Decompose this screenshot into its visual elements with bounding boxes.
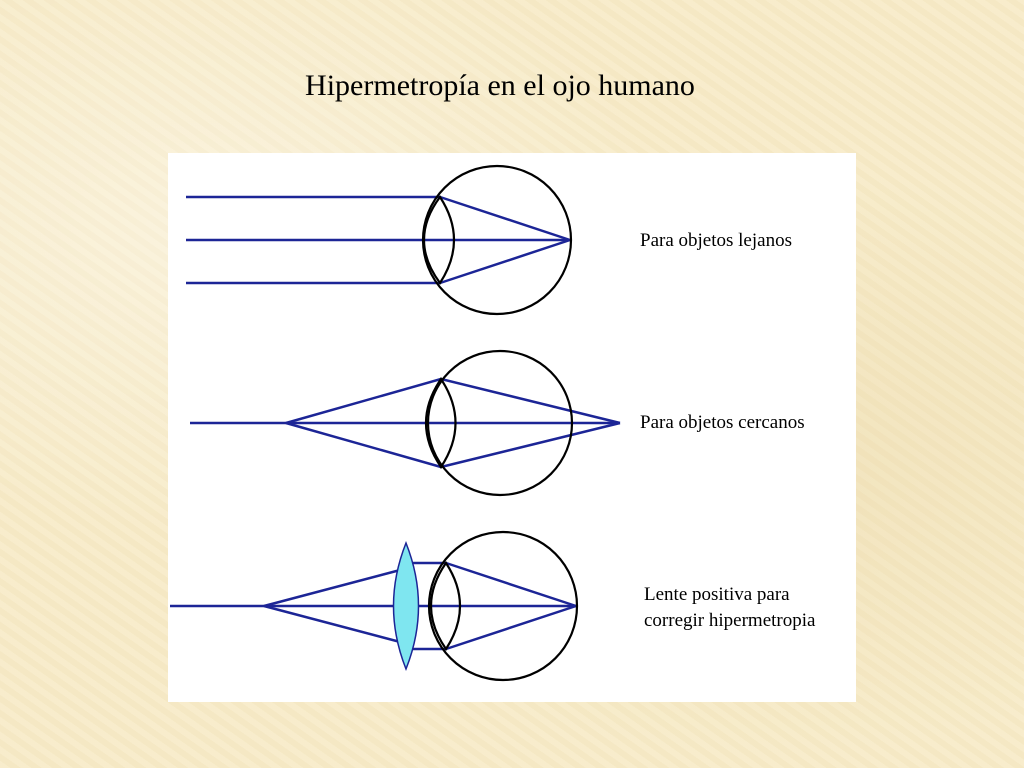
ray-corrected-bottom	[263, 604, 405, 645]
eye-lens-icon	[425, 377, 457, 469]
ray-far-bottom-refracted	[439, 238, 571, 285]
diagram-panel: Para objetos lejanos Para objetos cercan…	[168, 153, 856, 702]
caption-correction-line2: corregir hipermetropia	[644, 610, 816, 631]
corrected-rays	[170, 561, 577, 651]
parallel-rays-far	[186, 195, 571, 285]
eye-icon	[427, 530, 579, 682]
caption-correction-line1: Lente positiva para	[644, 584, 790, 605]
ray-corrected-bottom-refracted	[445, 604, 577, 651]
ray-near-bottom-refracted	[440, 421, 621, 469]
ray-near-top	[285, 377, 442, 425]
ray-corrected-top-refracted	[445, 561, 577, 608]
caption-near-objects: Para objetos cercanos	[640, 412, 805, 433]
eye-diagram-near	[190, 349, 621, 497]
page-title: Hipermetropía en el ojo humano	[305, 69, 695, 102]
eye-diagram-corrected	[170, 530, 579, 682]
ray-near-top-refracted	[440, 377, 621, 425]
ray-far-top-refracted	[439, 195, 571, 242]
convex-lens-icon	[392, 540, 420, 672]
eye-icon	[426, 349, 574, 497]
eye-lens-icon	[429, 561, 462, 651]
ray-corrected-top	[263, 567, 405, 608]
hyperopia-diagram	[170, 164, 621, 682]
eye-lens-icon	[423, 195, 456, 285]
caption-far-objects: Para objetos lejanos	[640, 230, 792, 251]
diverging-rays-near	[190, 377, 621, 469]
eye-diagram-far	[186, 164, 573, 316]
ray-near-bottom	[285, 421, 442, 469]
